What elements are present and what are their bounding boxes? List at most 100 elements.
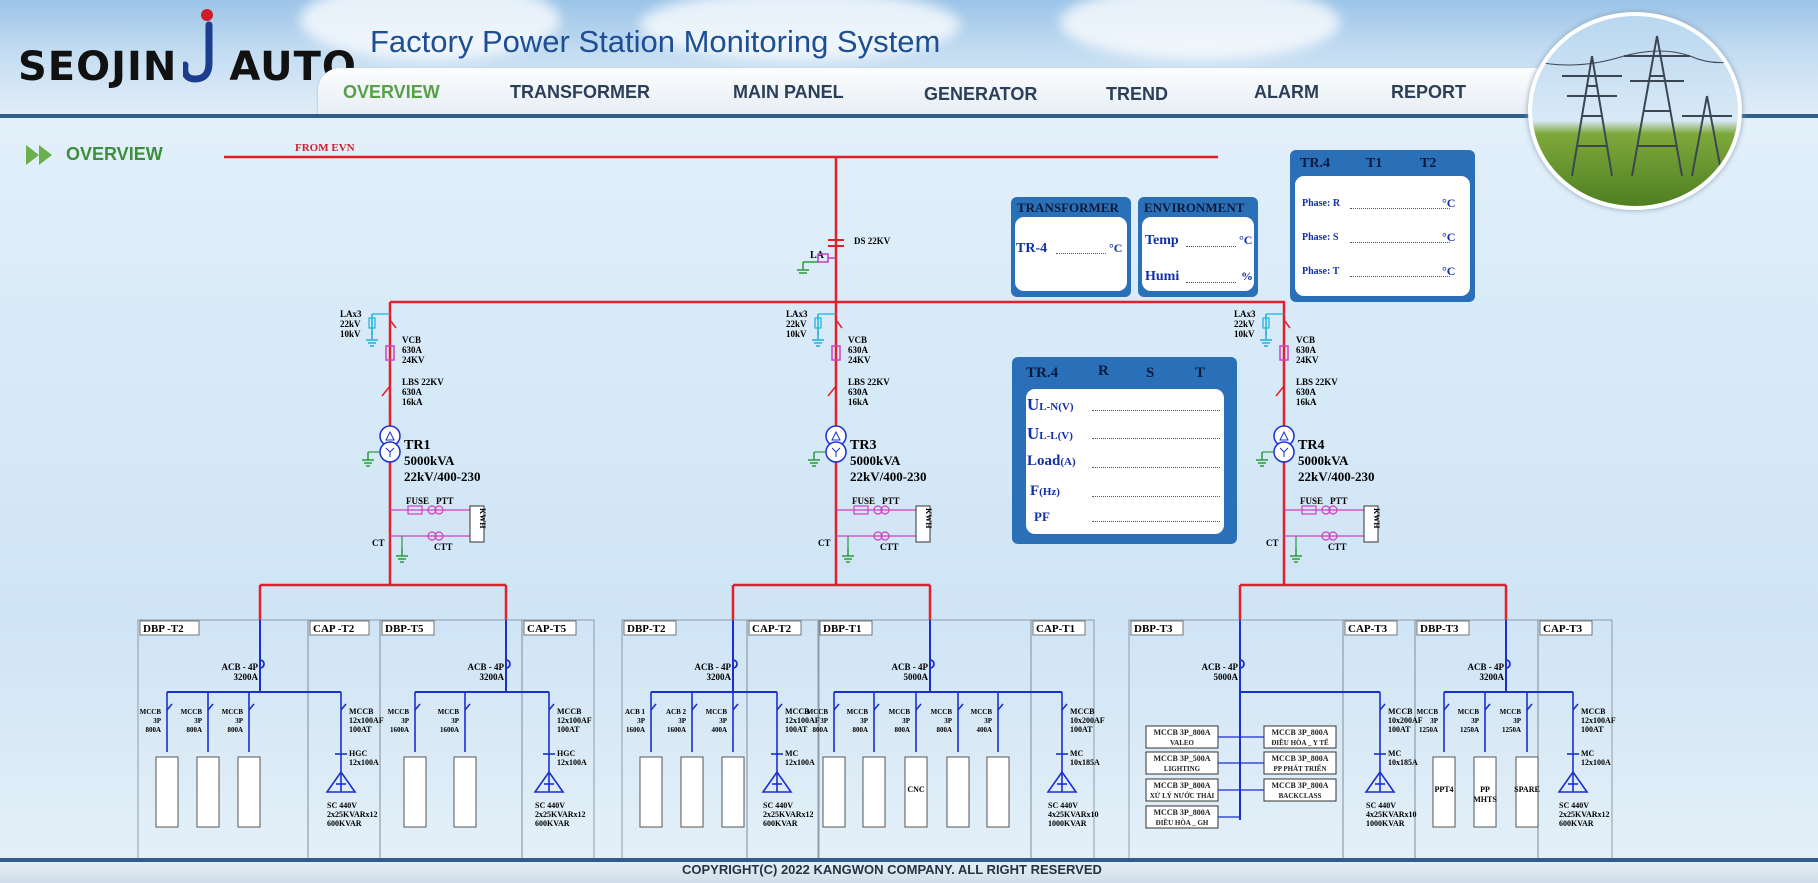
ground-icon — [1256, 452, 1268, 467]
vcb-label: VCB — [848, 335, 867, 345]
source-label: FROM EVN — [295, 142, 355, 154]
pt-coil-icon — [1328, 505, 1338, 515]
transformer-name: TR1 — [404, 438, 430, 453]
col-s-header: S — [1146, 365, 1155, 381]
mccb-label: 800A — [936, 726, 952, 734]
lbs-label: 630A — [402, 387, 423, 397]
cap-mccb-label: 10x200AF — [1070, 716, 1105, 725]
environment-panel: ENVIRONMENT Temp °C Humi % — [1138, 197, 1258, 297]
mccb-label: MCCB — [931, 708, 953, 716]
nav-report[interactable]: REPORT — [1391, 82, 1467, 102]
nav-trend[interactable]: TREND — [1106, 84, 1168, 104]
ctt-label: CTT — [880, 542, 899, 552]
transformer-voltage: 22kV/400-230 — [1298, 469, 1375, 484]
wye-winding-icon — [385, 447, 395, 457]
lax-label: 10kV — [340, 329, 361, 339]
load-label: Load(A) — [1027, 453, 1076, 469]
cap-mccb-label: MCCB — [349, 707, 374, 716]
sc-label: 2x25KVARx12 — [1559, 810, 1610, 819]
breaker-icon — [207, 703, 214, 711]
mccb-label: 3P — [1430, 717, 1439, 725]
nav-main-panel[interactable]: MAIN PANEL — [733, 82, 844, 102]
mccb-label: 3P — [235, 717, 244, 725]
load-box — [862, 756, 886, 828]
feeder-box-name: ĐIỀU HÒA _ Y TẾ — [1271, 739, 1329, 747]
load-box — [721, 756, 745, 828]
phase-t-unit: °C — [1442, 264, 1456, 278]
mccb-label: MCCB — [889, 708, 911, 716]
ds-label: DS 22KV — [854, 236, 891, 246]
sc-label: 1000KVAR — [1366, 819, 1405, 828]
ct-coil-icon — [880, 531, 890, 541]
mccb-label: 1600A — [626, 726, 645, 734]
ptt-label: PTT — [1330, 496, 1348, 506]
mccb-label: 3P — [860, 717, 869, 725]
lbs-label: LBS 22KV — [848, 377, 890, 387]
nav-transformer[interactable]: TRANSFORMER — [510, 82, 650, 102]
cap-mccb-label: 12x100AF — [1581, 716, 1616, 725]
kwh-label: KWH — [478, 508, 487, 529]
panel-tag — [623, 620, 677, 636]
sc-label: SC 440V — [535, 801, 565, 810]
col-r-header: R — [1098, 363, 1109, 379]
feeder-box-rating: MCCB 3P_800A — [1153, 781, 1210, 790]
cap-mccb-label: 12x100AF — [785, 716, 820, 725]
mccb-label: 800A — [812, 726, 828, 734]
load-box — [1432, 756, 1456, 828]
acb-breaker-icon — [259, 659, 265, 669]
lbs-label: 16kA — [402, 397, 423, 407]
panel-frame — [746, 619, 820, 866]
nav-alarm[interactable]: ALARM — [1254, 82, 1319, 102]
panel-tag — [1539, 620, 1593, 636]
disconnect-switch-icon — [828, 239, 844, 247]
breaker-icon — [1526, 703, 1533, 711]
mccb-label: 3P — [902, 717, 911, 725]
breaker-icon — [776, 703, 783, 711]
cap-mccb-label: 100AT — [785, 725, 808, 734]
sc-label: 2x25KVARx12 — [327, 810, 378, 819]
feeder-box-rating: MCCB 3P_500A — [1153, 754, 1210, 763]
mccb-label: 3P — [984, 717, 993, 725]
ground-icon — [1260, 332, 1272, 347]
transformer-panel-title: TRANSFORMER — [1017, 200, 1119, 215]
mc-label: 12x100A — [557, 758, 587, 767]
mc-label: 10x185A — [1070, 758, 1100, 767]
panel-tag — [381, 620, 435, 636]
nav-overview[interactable]: OVERVIEW — [343, 82, 440, 102]
delta-winding-icon — [1279, 430, 1289, 441]
ground-icon — [808, 452, 820, 467]
panel-label-5: CAP-T2 — [752, 623, 792, 635]
mccb-label: MCCB — [807, 708, 829, 716]
cap-mccb-label: MCCB — [1388, 707, 1413, 716]
ctt-label: CTT — [434, 542, 453, 552]
sc-label: SC 440V — [1559, 801, 1589, 810]
panel-frame — [817, 619, 1032, 866]
lbs-switch-icon — [381, 385, 391, 397]
lax-label: LAx3 — [340, 309, 362, 319]
panel-label-2: DBP-T5 — [385, 623, 424, 635]
acb-breaker-icon — [505, 659, 511, 669]
capacitor-bank-icon — [1046, 770, 1078, 793]
isolator-icon — [835, 319, 843, 329]
mccb-label: 800A — [227, 726, 243, 734]
panel-tag — [819, 620, 873, 636]
t1-header: T1 — [1366, 156, 1383, 171]
feeder-box-name: PP PHÁT TRIỂN — [1273, 765, 1326, 773]
mccb-label: 3P — [194, 717, 203, 725]
ct-coil-icon — [1328, 531, 1338, 541]
nav-generator[interactable]: GENERATOR — [924, 84, 1038, 104]
kwh-label: KWH — [924, 508, 933, 529]
logo-left-text: SEOJIN — [18, 44, 178, 90]
mc-label: MC — [1070, 749, 1084, 758]
mc-label: MC — [1388, 749, 1402, 758]
sc-label: 2x25KVARx12 — [763, 810, 814, 819]
transformer-voltage: 22kV/400-230 — [850, 469, 927, 484]
load-box — [1515, 756, 1539, 828]
load-box — [1473, 756, 1497, 828]
nav-divider — [0, 114, 1818, 118]
mccb-label: ACB 1 — [625, 708, 646, 716]
transmission-tower-photo — [1528, 12, 1742, 210]
transformer-kva: 5000kVA — [1298, 453, 1349, 468]
